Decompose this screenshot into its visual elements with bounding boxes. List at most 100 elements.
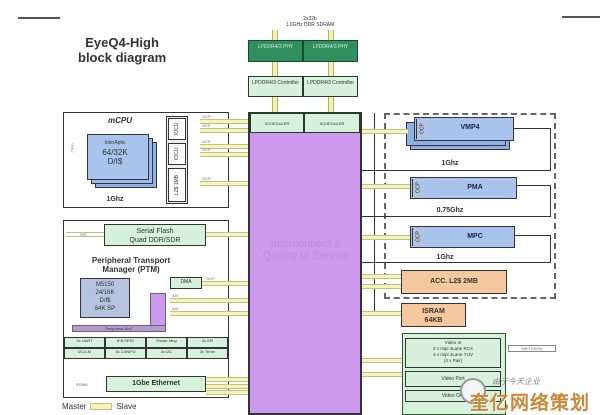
periph-i2c: 4x I2C — [146, 348, 187, 359]
mpc-block — [410, 226, 515, 248]
vmp4-label: VMP4 — [460, 124, 480, 131]
serial-flash-line2: Quad DDR/SDR — [129, 237, 181, 244]
mpc-tag: OCP — [412, 228, 424, 246]
vmp4-freq: 1Ghz — [441, 160, 459, 167]
scheduler-2: SCHEDULER — [304, 113, 360, 133]
video-in: Video In 2 x mipi 4Lane RCX 4 x mipi 4La… — [405, 338, 501, 368]
watermark-small: 由于今天企业 — [492, 377, 540, 386]
isram-bus — [362, 311, 401, 316]
mcpu-bus-label-4: OCP — [202, 147, 211, 152]
lpddr-controller-2: LPDDR4/3 Controller — [303, 76, 358, 97]
lpddr-phy-2: LPDDR4/3 PHY — [303, 40, 358, 62]
dma-block: DMA — [170, 277, 202, 289]
m5150-line2: 24/16K — [95, 290, 115, 296]
mem-bus-2c — [328, 97, 334, 112]
mcpu-core-line1: InterAptiv — [104, 140, 126, 146]
acc-l2-bus-1 — [362, 274, 401, 279]
mcpu-bus-1 — [200, 119, 248, 124]
vmp4-feedback-h — [514, 128, 550, 129]
ptm-title-line2: Manager (PTM) — [102, 265, 160, 274]
ptm-bus-1 — [202, 281, 248, 286]
ptm-bus-2 — [170, 298, 248, 303]
ptm-bus-label-1: OCP — [206, 276, 215, 281]
mpc-feedback-h — [515, 235, 550, 236]
mcpu-bus-label-5: OCP — [202, 176, 211, 181]
cluster-vert-line — [374, 113, 375, 313]
mcpu-bus-label-2: OCP — [202, 123, 211, 128]
top-left-bar — [18, 17, 60, 19]
pma-block — [410, 177, 517, 199]
periph-i2c-lm: I2C/LM — [64, 348, 105, 359]
watermark-logo-icon — [460, 378, 486, 404]
mem-bus-2b — [328, 62, 334, 77]
title-line1: EyeQ4-High — [85, 35, 159, 50]
interconnect-block — [248, 112, 362, 415]
diagram-title: EyeQ4-High block diagram — [78, 35, 166, 65]
pma-label: PMA — [467, 184, 483, 191]
video-bus-2 — [362, 372, 402, 377]
mem-bus-1c — [272, 97, 278, 112]
mcpu-bus-5 — [200, 181, 248, 186]
mpc-label: MPC — [467, 233, 483, 240]
video-bus-1 — [362, 358, 402, 363]
ethernet-block: 1Gbe Ethernet — [106, 376, 206, 392]
memory-header: 2x32b 1.6GHz DDR SDRAM — [255, 16, 365, 28]
mcpu-bus-label-3: OCP — [202, 139, 211, 144]
vmp4-bus — [362, 129, 408, 134]
m5150-line1: M5150 — [95, 282, 115, 288]
acc-l2-cache: ACC. L2$ 2MB — [401, 270, 507, 294]
legend-slave: Slave — [116, 402, 137, 411]
pma-feedback-v — [550, 185, 551, 216]
video-line4: (4 x Pair) — [443, 358, 463, 363]
vmp4-tag: OCP — [416, 119, 428, 139]
mcpu-core: InterAptiv 64/32K D/I$ — [86, 139, 144, 166]
mcpu-bus-4 — [200, 152, 248, 157]
ptm-title: Peripheral Transport Manager (PTM) — [66, 256, 196, 274]
ptm-bus-label-2: AXI — [172, 293, 179, 298]
pma-feedback-h — [517, 185, 550, 186]
eth-bus-2 — [206, 384, 248, 389]
isram-block: ISRAM 64KB — [401, 303, 466, 327]
mem-bus-2a — [328, 30, 334, 42]
mpc-freq: 1Ghz — [436, 254, 454, 261]
periph-spi: 3x SPI — [187, 337, 228, 348]
ptm-bus-label-3: AXI — [172, 306, 179, 311]
video-line3: 4 x mipi 4Lane YUV — [433, 352, 473, 357]
spi-bus — [66, 232, 104, 237]
mipi-csi-label: MIPI CSI/IV — [508, 345, 556, 352]
periph-gpio: 8*8 GPIO — [105, 337, 146, 348]
jtag-label: JTAG — [69, 143, 75, 153]
watermark-text: 奎亿网络策划 — [470, 393, 591, 414]
ptm-bus-3 — [170, 311, 248, 316]
periph-power: Power Mng — [146, 337, 187, 348]
mpc-feedback-v — [550, 235, 551, 263]
mem-bus-1a — [272, 30, 278, 42]
mcpu-bus-3 — [200, 144, 248, 149]
spi-label: SPI — [80, 232, 87, 237]
l2-cache-cell: L2$ 1MB — [168, 168, 186, 202]
mcpu-core-line2: 64/32K — [102, 148, 128, 157]
video-line2: 2 x mipi 4Lane RCX — [432, 346, 474, 351]
mem-bus-1b — [272, 62, 278, 77]
m5150-line3: D/I$ — [99, 298, 111, 304]
iocu-cell-1: IOCU — [168, 118, 186, 140]
ptm-title-line1: Peripheral Transport — [91, 256, 171, 265]
video-out: Video Out — [405, 390, 501, 402]
vmp4-feedback-v — [550, 128, 551, 170]
title-line2: block diagram — [78, 50, 167, 65]
isram-line2: 64KB — [424, 317, 443, 324]
mcpu-bus-label-1: OCP — [202, 114, 211, 119]
periph-timer: 3x Timer — [187, 348, 228, 359]
mpc-return — [362, 262, 551, 263]
m5150-line4: 64K SP — [94, 306, 116, 312]
periph-can: 3x CAN/FD — [105, 348, 146, 359]
video-port: Video Port — [405, 371, 501, 387]
scheduler-1: SCHEDULER — [250, 113, 304, 133]
memory-header-line2: 1.6GHz DDR SDRAM — [285, 22, 335, 28]
vmp4-return — [362, 170, 551, 171]
iocu-cell-2: IOCU — [168, 143, 186, 165]
eth-bus-3 — [206, 390, 248, 395]
rgmii-label: RGMII — [76, 382, 88, 387]
flash-bus — [206, 232, 248, 237]
periph-uart: 3x UART — [64, 337, 105, 348]
